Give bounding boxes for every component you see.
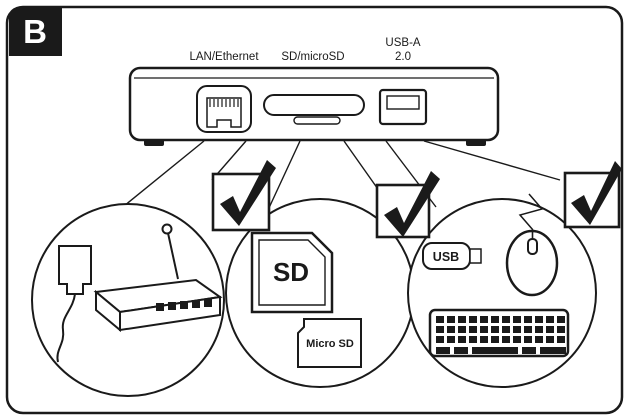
sd-card-inner-outline — [258, 239, 326, 306]
keyboard — [428, 308, 570, 358]
step-badge-box — [9, 7, 62, 56]
rj45-plug — [56, 245, 92, 363]
port-label-usb-line2: 2.0 — [395, 51, 411, 63]
step-badge: B — [9, 7, 62, 56]
ethernet-cable — [56, 293, 76, 363]
sd-card-label: SD — [273, 257, 309, 287]
device-foot-right — [466, 139, 486, 146]
line-sd-right — [343, 140, 381, 193]
usb-port-outline — [378, 88, 428, 126]
port-label-usb-line1: USB-A — [385, 37, 420, 49]
rj45-jack-pins — [209, 99, 239, 107]
mouse — [505, 193, 559, 297]
checkmark-icon — [571, 161, 622, 225]
router-ports — [156, 299, 212, 311]
checkmark-badge-1 — [211, 160, 276, 232]
mouse-cable — [518, 193, 544, 231]
mouse-body — [505, 229, 559, 297]
usb-stick-connector — [469, 248, 482, 264]
usb-port — [378, 88, 428, 126]
keyboard-keys — [436, 316, 566, 344]
micro-sd-slot-opening — [293, 116, 341, 125]
device-body — [128, 66, 500, 142]
port-label-lan: LAN/Ethernet — [189, 51, 259, 63]
router-side-face — [95, 289, 121, 333]
micro-sd-label: Micro SD — [306, 338, 354, 350]
figure-border — [5, 5, 624, 415]
mouse-scroll-wheel — [527, 238, 538, 255]
device-panel — [128, 66, 500, 146]
checkmark-badge-3 — [563, 161, 622, 229]
keyboard-spacebar — [472, 347, 518, 354]
ethernet-port-outline — [196, 85, 252, 133]
sd-slot — [263, 94, 365, 125]
port-label-sd: SD/microSD — [281, 51, 344, 63]
router — [93, 223, 223, 333]
router-antenna-tip — [161, 223, 173, 235]
step-label: B — [23, 13, 47, 50]
micro-sd-card: Micro SD — [297, 318, 362, 368]
line-usb-right — [423, 140, 561, 181]
usb-port-tongue — [386, 95, 420, 110]
rj45-jack-icon — [206, 97, 242, 128]
keyboard-bottom-row — [436, 347, 566, 354]
usb-stick: USB — [422, 242, 482, 270]
rj45-plug-body — [58, 245, 92, 295]
line-sd-left — [267, 140, 301, 211]
checkmark-icon — [384, 171, 440, 237]
checkmark-icon — [220, 160, 276, 226]
ethernet-port — [196, 85, 252, 133]
micro-sd-outline — [297, 318, 362, 368]
usb-stick-label: USB — [433, 250, 459, 264]
checkmark-badge-2 — [375, 171, 440, 239]
sd-card: SD — [250, 231, 334, 314]
sd-card-outline — [250, 231, 334, 314]
sd-slot-opening — [263, 94, 365, 116]
router-antenna — [167, 232, 179, 280]
device-foot-left — [144, 139, 164, 146]
